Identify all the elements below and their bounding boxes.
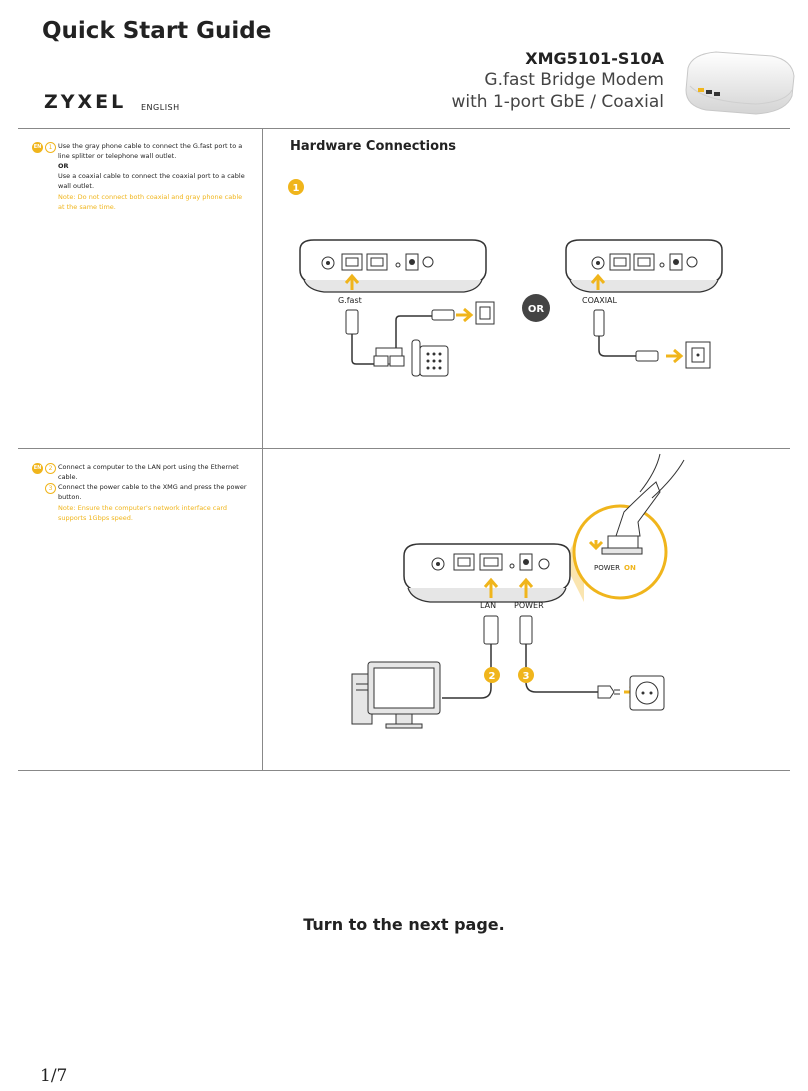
coaxial-cable (593, 309, 711, 369)
step-3-text-line2: button. (58, 493, 82, 501)
step-1-number: 1 (45, 142, 56, 153)
step-2-badge: 2 (484, 667, 500, 683)
brand-logo: ZYXEL (44, 91, 127, 113)
next-page-instruction: Turn to the next page. (303, 915, 505, 934)
hardware-connections-heading: Hardware Connections (290, 139, 457, 154)
label-power: POWER (514, 601, 544, 610)
step-1-alt-line1: Use a coaxial cable to connect the coaxi… (58, 172, 245, 180)
computer-icon (351, 661, 441, 729)
or-badge: OR (522, 294, 550, 322)
label-coaxial: COAXIAL (582, 296, 618, 305)
label-lan: LAN (480, 601, 496, 610)
en-badge-2: EN (32, 463, 43, 474)
modem-coaxial-view (565, 239, 723, 293)
step-3-number: 3 (45, 483, 56, 494)
svg-text:OR: OR (528, 304, 545, 315)
step-3-badge: 3 (518, 667, 534, 683)
divider-top (18, 128, 790, 129)
product-subtitle-line2: with 1-port GbE / Coaxial (451, 92, 664, 112)
column-divider (262, 128, 263, 770)
step-2-text-line1: Connect a computer to the LAN port using… (58, 463, 239, 471)
language-label: ENGLISH (141, 103, 180, 112)
step-3-text-line1: Connect the power cable to the XMG and p… (58, 483, 247, 491)
gfast-cable (345, 301, 495, 367)
product-image (685, 51, 795, 115)
step-1-alt-line2: wall outlet. (58, 182, 95, 190)
power-button-zoom: POWER ON (564, 481, 668, 602)
model-name: XMG5101-S10A (525, 49, 664, 68)
step-2-text-line2: cable. (58, 473, 78, 481)
label-gfast: G.fast (338, 296, 362, 305)
note-2-line1: Note: Ensure the computer's network inte… (58, 504, 228, 512)
diagram-connections-2: POWER ON LAN POWER (351, 453, 685, 729)
svg-text:POWER: POWER (594, 564, 620, 572)
modem-gfast-view (299, 239, 487, 293)
page-title: Quick Start Guide (42, 18, 272, 44)
modem-rear-view (403, 543, 571, 603)
en-badge: EN (32, 142, 43, 153)
diagram-connections-1: 1 G.fast (288, 179, 723, 377)
note-1-line1: Note: Do not connect both coaxial and gr… (58, 193, 243, 201)
note-1-line2: at the same time. (58, 203, 116, 211)
svg-text:2: 2 (489, 671, 496, 682)
divider-bottom (18, 770, 790, 771)
step-2-number: 2 (45, 463, 56, 474)
svg-text:3: 3 (523, 671, 530, 682)
telephone-icon (411, 339, 449, 377)
power-cable (519, 615, 665, 711)
step-1-text-line1: Use the gray phone cable to connect the … (58, 142, 243, 150)
ethernet-cable (442, 615, 499, 699)
svg-text:ON: ON (624, 564, 636, 572)
step-1-text-line2: line splitter or telephone wall outlet. (58, 152, 177, 160)
step-1-badge: 1 (288, 179, 304, 195)
page-number: 1/7 (40, 1066, 68, 1086)
divider-middle (18, 448, 790, 449)
svg-text:1: 1 (293, 183, 300, 194)
note-2-line2: supports 1Gbps speed. (58, 514, 133, 522)
product-subtitle-line1: G.fast Bridge Modem (484, 70, 664, 90)
or-label: OR (58, 162, 69, 170)
